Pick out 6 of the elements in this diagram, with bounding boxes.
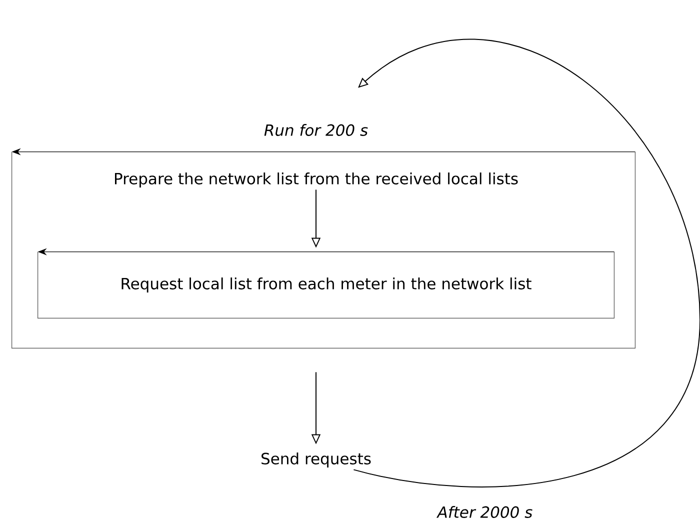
step-text: Send requests — [262, 452, 371, 468]
step-text: Prepare the network list from the received local lists — [115, 172, 518, 188]
edge-label: After 2000 s — [436, 504, 534, 519]
node-label: Request local list from each meter in the network list — [122, 277, 532, 292]
arrow — [353, 38, 700, 488]
loop-heading: Run for 200 s — [264, 124, 368, 136]
